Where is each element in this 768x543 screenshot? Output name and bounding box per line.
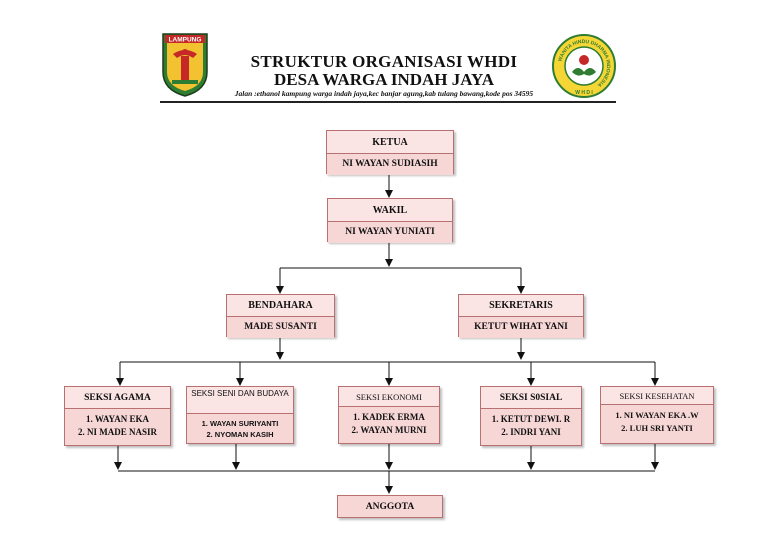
sekretaris-box: SEKRETARIS KETUT WIHAT YANI <box>458 294 584 338</box>
sekretaris-name: KETUT WIHAT YANI <box>459 316 583 338</box>
wakil-title: WAKIL <box>372 205 408 216</box>
seksi-agama-title: SEKSI AGAMA <box>84 393 151 403</box>
seksi-seni-title: SEKSI SENI DAN BUDAYA <box>191 389 289 398</box>
anggota-title: ANGGOTA <box>365 502 415 512</box>
bendahara-title: BENDAHARA <box>248 300 313 311</box>
wakil-box: WAKIL NI WAYAN YUNIATI <box>327 198 453 243</box>
header-divider <box>160 101 616 103</box>
page-title: STRUKTUR ORGANISASI WHDI <box>250 52 518 71</box>
whdi-logo: WANITA HINDU DHARMA INDONESIA W H D I <box>552 34 616 98</box>
address-line: Jalan :ethanol kampung warga indah jaya,… <box>234 89 534 98</box>
seksi-agama-box: SEKSI AGAMA 1. WAYAN EKA 2. NI MADE NASI… <box>64 386 171 446</box>
anggota-box: ANGGOTA <box>337 495 443 518</box>
bendahara-name: MADE SUSANTI <box>227 316 334 338</box>
list-item: 2. LUH SRI YANTI <box>621 423 693 433</box>
bendahara-box: BENDAHARA MADE SUSANTI <box>226 294 335 338</box>
ketua-name: NI WAYAN SUDIASIH <box>327 153 453 175</box>
list-item: 1. KETUT DEWI. R <box>491 414 571 424</box>
list-item: 2. NI MADE NASIR <box>77 427 157 437</box>
seksi-sosial-title: SEKSI S0SIAL <box>499 393 563 403</box>
sekretaris-title: SEKRETARIS <box>489 300 553 311</box>
seksi-kesehatan-box: SEKSI KESEHATAN 1. NI WAYAN EKA .W 2. LU… <box>600 386 714 444</box>
list-item: 1. KADEK ERMA <box>353 412 425 422</box>
seksi-ekonomi-box: SEKSI EKONOMI 1. KADEK ERMA 2. WAYAN MUR… <box>338 386 440 444</box>
svg-text:W H D I: W H D I <box>575 90 593 96</box>
list-item: 2. NYOMAN KASIH <box>206 430 274 439</box>
ketua-title: KETUA <box>372 137 408 148</box>
svg-text:LAMPUNG: LAMPUNG <box>169 37 202 44</box>
lampung-logo: LAMPUNG <box>160 32 210 98</box>
list-item: 1. WAYAN SURIYANTI <box>201 419 279 428</box>
seksi-kesehatan-title: SEKSI KESEHATAN <box>619 391 695 401</box>
wakil-name: NI WAYAN YUNIATI <box>328 221 452 243</box>
list-item: 2. INDRI YANI <box>501 427 561 437</box>
seksi-sosial-box: SEKSI S0SIAL 1. KETUT DEWI. R 2. INDRI Y… <box>480 386 582 446</box>
ketua-box: KETUA NI WAYAN SUDIASIH <box>326 130 454 175</box>
seksi-ekonomi-title: SEKSI EKONOMI <box>356 392 422 402</box>
seksi-seni-box: SEKSI SENI DAN BUDAYA 1. WAYAN SURIYANTI… <box>186 386 294 444</box>
list-item: 1. NI WAYAN EKA .W <box>615 410 699 420</box>
list-item: 1. WAYAN EKA <box>86 414 149 424</box>
list-item: 2. WAYAN MURNI <box>351 425 427 435</box>
page-subtitle: DESA WARGA INDAH JAYA <box>274 70 494 89</box>
